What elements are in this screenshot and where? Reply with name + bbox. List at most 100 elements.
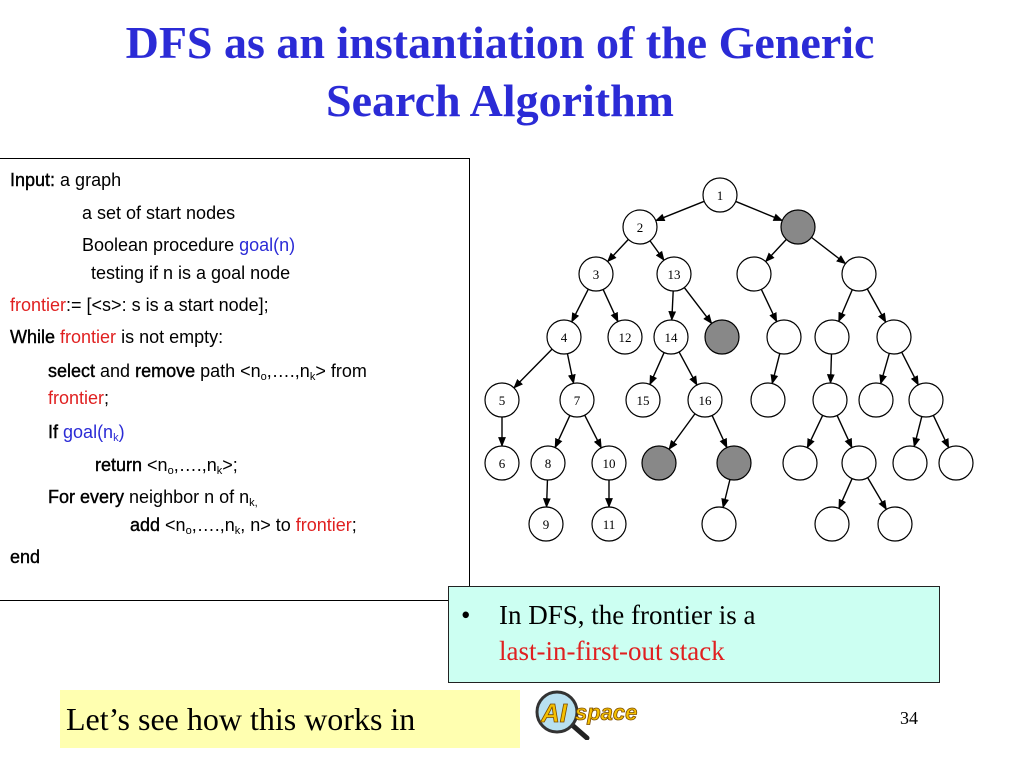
tree-node bbox=[766, 319, 802, 355]
tree-node bbox=[591, 445, 627, 481]
tree-node bbox=[653, 319, 689, 355]
while-line: While frontier is not empty: bbox=[10, 327, 224, 347]
tree-node-label: 3 bbox=[593, 267, 600, 282]
tree-node bbox=[607, 319, 643, 355]
tree-node bbox=[528, 506, 564, 542]
tree-edge bbox=[554, 415, 571, 449]
tree-node bbox=[578, 256, 614, 292]
tree-node-label: 16 bbox=[699, 393, 713, 408]
tree-node-label: 7 bbox=[574, 393, 581, 408]
select-remove-line: select and remove path <no,….,nk> from bbox=[48, 361, 367, 383]
testing-line: testing if n is a goal node bbox=[91, 263, 291, 283]
tree-node bbox=[858, 382, 894, 418]
tree-node bbox=[736, 256, 772, 292]
tree-edge bbox=[571, 288, 589, 323]
tree-edge bbox=[932, 415, 950, 449]
callout-line-2: last-in-first-out stack bbox=[499, 636, 725, 666]
tree-node bbox=[841, 256, 877, 292]
tree-node bbox=[484, 382, 520, 418]
tree-node bbox=[656, 256, 692, 292]
end-line: end bbox=[10, 547, 41, 567]
tree-node bbox=[876, 319, 912, 355]
tree-edges bbox=[498, 200, 950, 511]
tree-edge bbox=[668, 413, 696, 451]
tree-edge bbox=[811, 236, 847, 265]
return-line: return <no,….,nk>; bbox=[95, 455, 238, 477]
tree-node-label: 13 bbox=[668, 267, 681, 282]
tree-node bbox=[841, 445, 877, 481]
start-nodes-line: a set of start nodes bbox=[82, 203, 236, 223]
tree-edge bbox=[826, 353, 835, 384]
tree-edge bbox=[566, 353, 576, 385]
boolean-procedure-line: Boolean procedure goal(n) bbox=[82, 235, 296, 255]
input-line: Input: a graph bbox=[10, 170, 122, 190]
tree-edge bbox=[678, 351, 698, 386]
tree-node bbox=[530, 445, 566, 481]
slide-title: DFS as an instantiation of the Generic S… bbox=[0, 14, 1000, 130]
tree-node bbox=[591, 506, 627, 542]
tree-node-explored bbox=[780, 209, 816, 245]
tree-node-explored bbox=[716, 445, 752, 481]
tree-edge bbox=[606, 238, 629, 263]
tree-edge bbox=[711, 415, 728, 449]
tree-node-label: 2 bbox=[637, 220, 644, 235]
tree-node-explored bbox=[704, 319, 740, 355]
tree-edge bbox=[649, 240, 665, 262]
tree-node-explored bbox=[641, 445, 677, 481]
tree-node bbox=[702, 177, 738, 213]
tree-node-label: 11 bbox=[603, 517, 616, 532]
tree-node bbox=[625, 382, 661, 418]
tree-node bbox=[687, 382, 723, 418]
tree-edge bbox=[584, 414, 602, 449]
tree-edge bbox=[683, 287, 713, 325]
tree-edge bbox=[838, 289, 853, 323]
title-line-2: Search Algorithm bbox=[326, 75, 674, 126]
tree-node-label: 12 bbox=[619, 330, 632, 345]
tree-edge bbox=[760, 289, 778, 323]
tree-edge bbox=[806, 415, 824, 449]
tree-edge bbox=[513, 348, 553, 389]
add-line: add <no,….,nk, n> to frontier; bbox=[130, 515, 357, 537]
tree-node-label: 1 bbox=[717, 188, 724, 203]
tree-edge bbox=[879, 353, 891, 385]
tree-node-label: 9 bbox=[543, 517, 550, 532]
demo-prompt: Let’s see how this works in bbox=[60, 690, 520, 748]
tree-node bbox=[484, 445, 520, 481]
tree-node bbox=[814, 319, 850, 355]
tree-node bbox=[812, 382, 848, 418]
tree-edge bbox=[866, 288, 887, 323]
tree-edge bbox=[770, 353, 781, 385]
tree-node-label: 15 bbox=[637, 393, 650, 408]
tree-edge bbox=[735, 200, 784, 222]
tree-edge bbox=[721, 479, 731, 509]
tree-edge bbox=[668, 290, 677, 321]
tree-node bbox=[782, 445, 818, 481]
logo-space-text: space bbox=[575, 700, 637, 725]
tree-edge bbox=[764, 238, 787, 263]
tree-node-label: 4 bbox=[561, 330, 568, 345]
tree-node bbox=[750, 382, 786, 418]
tree-edge bbox=[838, 478, 853, 510]
aispace-logo[interactable]: AI space bbox=[531, 688, 649, 740]
tree-node bbox=[622, 209, 658, 245]
tree-node bbox=[877, 506, 913, 542]
tree-node bbox=[938, 445, 974, 481]
tree-edge bbox=[901, 351, 919, 386]
tree-node-label: 14 bbox=[665, 330, 679, 345]
tree-edge bbox=[654, 200, 705, 222]
tree-edge bbox=[649, 352, 665, 386]
logo-ai-text: AI bbox=[540, 698, 568, 728]
tree-edge bbox=[912, 416, 923, 448]
tree-node bbox=[892, 445, 928, 481]
tree-edge bbox=[542, 479, 551, 508]
tree-node-label: 6 bbox=[499, 456, 506, 471]
tree-node bbox=[559, 382, 595, 418]
tree-node bbox=[908, 382, 944, 418]
dfs-callout: • In DFS, the frontier is a last-in-firs… bbox=[448, 586, 940, 683]
bullet-icon: • bbox=[461, 600, 471, 630]
tree-node bbox=[814, 506, 850, 542]
if-goal-line: If goal(nk) bbox=[48, 422, 125, 444]
callout-line-1: In DFS, the frontier is a bbox=[499, 600, 756, 630]
